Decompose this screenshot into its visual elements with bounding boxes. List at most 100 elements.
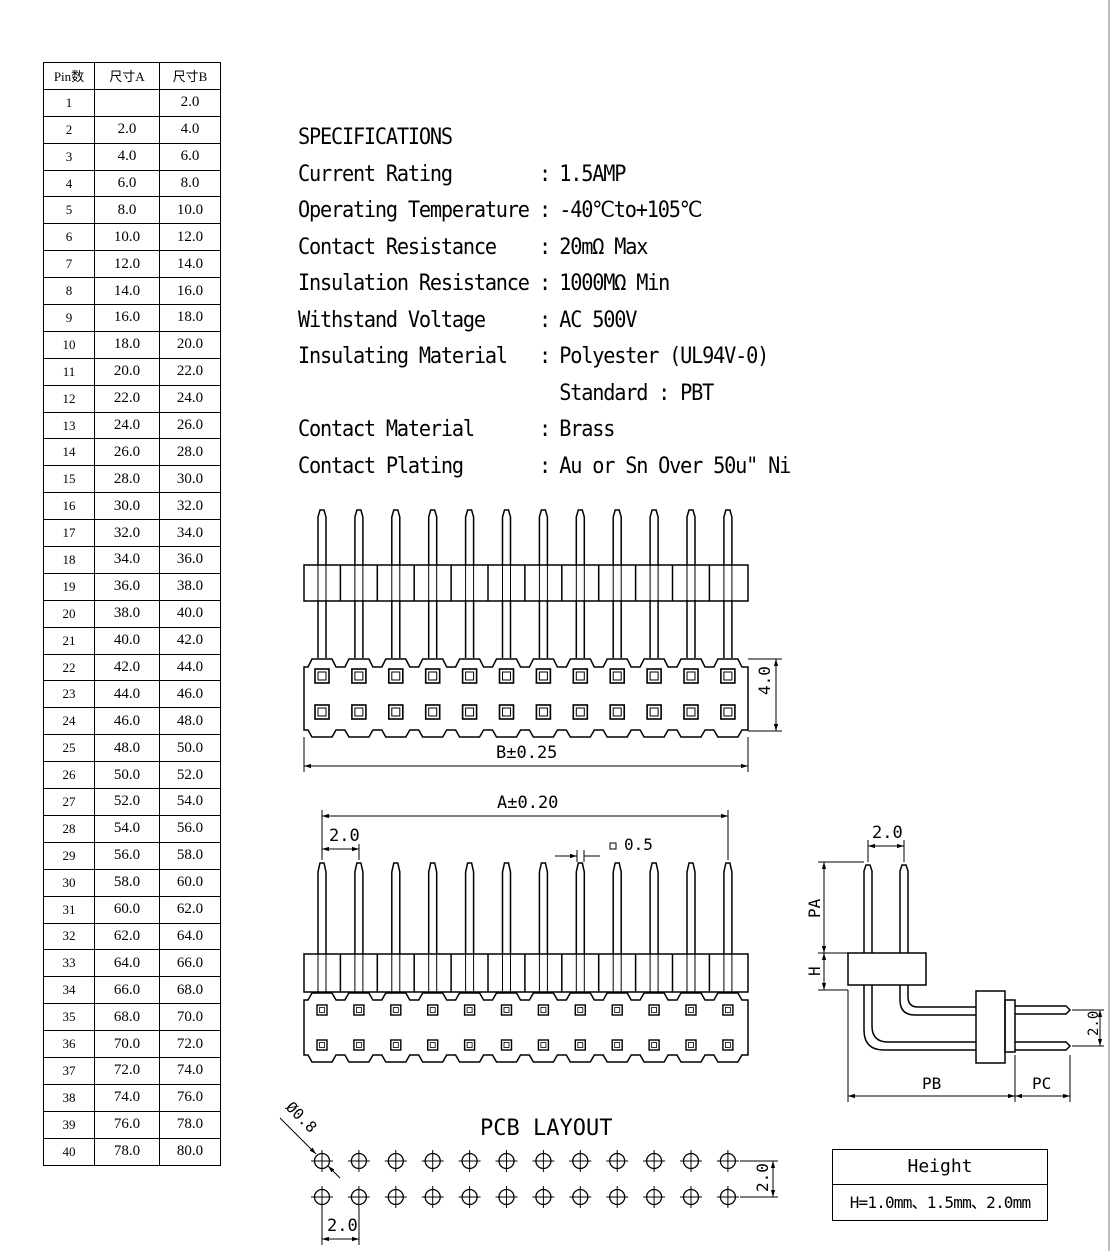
contact-inner <box>612 671 622 681</box>
contact-hole <box>390 1039 402 1051</box>
pin-count-cell: 30 <box>43 868 95 897</box>
contact-hole <box>353 1004 365 1016</box>
dimension-b-cell: 50.0 <box>159 734 221 763</box>
spec-row: Contact Material:Brass <box>298 412 790 449</box>
contact-hole <box>572 704 589 720</box>
contact-inner <box>651 1042 657 1048</box>
pin-tip <box>317 862 327 954</box>
contact-hole <box>720 704 736 720</box>
contact-inner <box>429 1007 436 1013</box>
row-spacing-label: 4.0 <box>755 666 774 695</box>
pin-count-cell: 1 <box>43 88 95 117</box>
a-tolerance-label: A±0.20 <box>497 793 558 813</box>
side-pitch-label: 2.0 <box>872 823 903 843</box>
contact-inner <box>649 671 659 681</box>
socket-housing <box>303 992 749 1063</box>
contact-hole <box>537 1039 550 1051</box>
pin-tip <box>612 862 622 954</box>
dimension-b-cell: 4.0 <box>159 115 221 144</box>
contact-hole <box>646 704 662 720</box>
leader-line <box>327 1165 341 1179</box>
contact-inner <box>577 1007 584 1013</box>
dimension-b-cell: 78.0 <box>159 1110 221 1139</box>
spec-separator: : <box>539 307 551 333</box>
pin-tip <box>575 862 586 954</box>
contact-hole <box>500 1039 513 1051</box>
contact-inner <box>540 1007 547 1013</box>
contact-hole <box>685 1004 697 1016</box>
spec-row: Contact Resistance:20mΩ Max <box>298 230 790 267</box>
contact-hole <box>683 704 699 720</box>
contact-hole <box>461 668 478 684</box>
contact-inner <box>428 707 438 717</box>
header-dimension-a: 尺寸A <box>94 62 160 90</box>
dimension-a-cell: 22.0 <box>94 384 160 413</box>
dimension-b-cell: 14.0 <box>159 250 221 279</box>
pcb-layout-title: PCB LAYOUT <box>480 1116 612 1141</box>
spec-value: Au or Sn Over 50u" Ni <box>559 453 791 479</box>
dimension-a-cell: 6.0 <box>94 169 160 198</box>
spec-label: Contact Material <box>298 417 475 442</box>
contact-hole <box>351 668 367 684</box>
dimension-b-cell: 18.0 <box>159 304 221 332</box>
contact-inner <box>466 1042 473 1048</box>
dimension-a-cell: 78.0 <box>94 1137 160 1166</box>
contact-inner <box>392 1042 399 1048</box>
spec-label: Insulating Material <box>298 344 508 369</box>
table-header-row: Pin数 尺寸A 尺寸B <box>43 62 221 90</box>
contact-inner <box>577 1042 584 1048</box>
pcb-pitch-x-label: 2.0 <box>327 1216 358 1236</box>
contact-hole <box>609 704 626 720</box>
contact-hole <box>722 1039 734 1051</box>
dimension-a-cell: 12.0 <box>94 250 160 279</box>
pin-count-cell: 11 <box>43 357 95 386</box>
contact-hole <box>648 1004 660 1016</box>
dimension-a-cell: 32.0 <box>94 519 160 548</box>
side-gap-label: 2.0 <box>1086 1011 1102 1036</box>
pin-header-body <box>303 953 749 993</box>
contact-hole <box>316 1004 328 1016</box>
pin-tip <box>723 509 733 565</box>
spec-row: Operating Temperature:-40℃to+105℃ <box>298 193 790 230</box>
pin-tip <box>649 509 659 565</box>
dimension-b-cell: 70.0 <box>159 1003 221 1032</box>
contact-inner <box>317 707 327 717</box>
contact-hole <box>498 704 515 720</box>
pin-count-cell: 28 <box>43 814 95 843</box>
pin-tip <box>612 509 622 565</box>
pin-count-cell: 27 <box>43 788 95 816</box>
dimension-b-cell: 12.0 <box>159 223 221 252</box>
contact-hole <box>722 1004 734 1016</box>
contact-hole <box>427 1039 439 1051</box>
spec-separator: : <box>539 271 551 296</box>
contact-hole <box>535 704 552 720</box>
contact-inner <box>465 671 475 681</box>
b-tolerance-label: B±0.25 <box>496 743 557 763</box>
contact-hole <box>463 1039 476 1051</box>
pin-count-cell: 13 <box>43 411 95 440</box>
tail-pin <box>1015 1041 1072 1051</box>
contact-inner <box>319 1007 325 1013</box>
pin-tip <box>427 862 438 954</box>
height-header: Height <box>833 1150 1047 1185</box>
pin-tip <box>391 862 401 954</box>
spec-row: Withstand Voltage:AC 500V <box>298 303 790 340</box>
dimension-b-cell: 48.0 <box>159 707 221 736</box>
pb-label: PB <box>922 1074 941 1093</box>
dimension-b-cell: 24.0 <box>159 384 221 413</box>
pin-count-cell: 10 <box>43 330 95 359</box>
dimension-a-cell: 16.0 <box>94 304 160 332</box>
contact-hole <box>314 704 330 720</box>
spec-row: Contact Plating:Au or Sn Over 50u" Ni <box>298 449 791 486</box>
spec-label: Contact Plating <box>298 453 464 479</box>
dimension-b-cell: 20.0 <box>159 330 221 359</box>
spec-label: Contact Resistance <box>298 234 497 260</box>
